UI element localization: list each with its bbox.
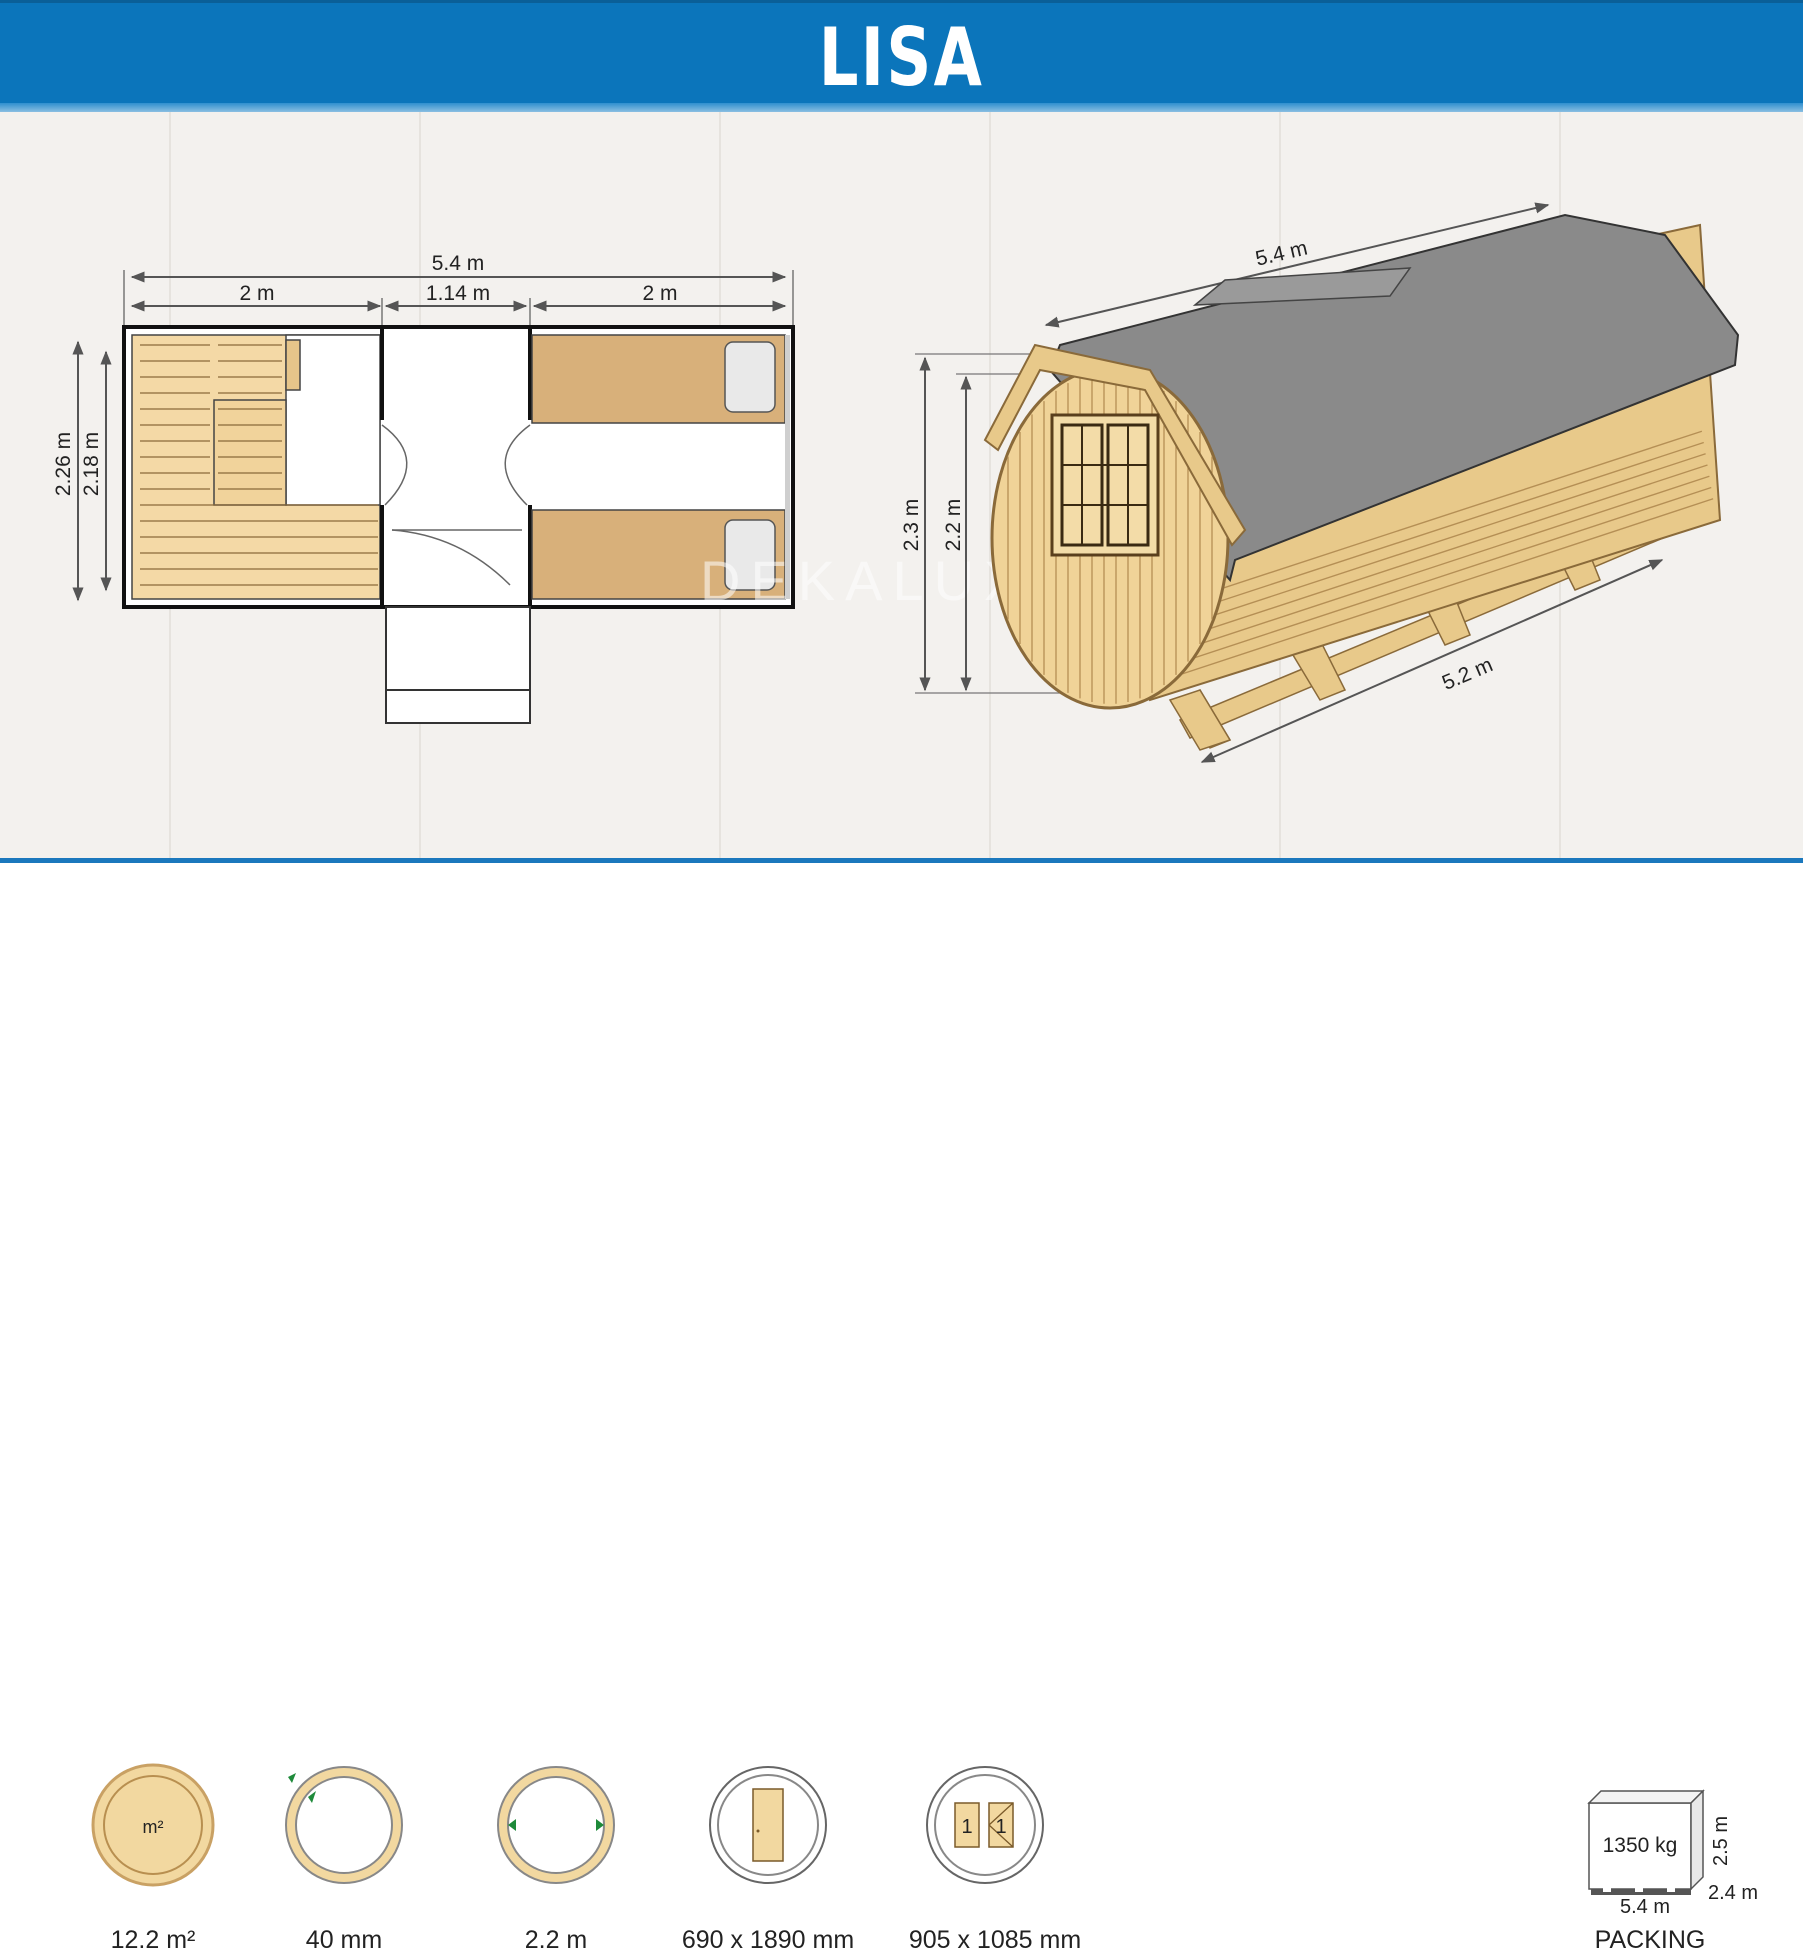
spec-label-door: 690 x 1890 mm <box>681 1926 855 1954</box>
door-swing-front <box>391 529 511 586</box>
drawing-area: 5.4 m 2 m 1.14 m 2 m 2.26 m 2.18 m <box>0 112 1803 860</box>
roof-edge-front <box>983 343 1247 547</box>
pillow-top <box>724 341 776 413</box>
front-window <box>1050 413 1160 557</box>
spec-label-window: 905 x 1085 mm <box>908 1926 1082 1954</box>
floor-plan: 5.4 m 2 m 1.14 m 2 m 2.26 m 2.18 m <box>52 252 795 724</box>
porch <box>385 606 531 724</box>
pillow-bottom <box>724 519 776 591</box>
door-swing-right <box>504 424 531 506</box>
packing-icon: 1350 kg 2.5 m 2.4 m 5.4 m <box>1585 1783 1765 1918</box>
dim-label-left: 2 m <box>239 282 274 305</box>
dim-label-total: 5.4 m <box>432 252 485 275</box>
drawings-svg: 5.4 m 2 m 1.14 m 2 m 2.26 m 2.18 m <box>52 112 1740 860</box>
spec-label-wall-thickness: 40 mm <box>305 1926 383 1954</box>
packing-height: 2.5 m <box>1710 1816 1732 1866</box>
roof-vent <box>1192 267 1412 306</box>
barrel-side-planks <box>1152 430 1714 680</box>
window-icon-left-text: 1 <box>961 1816 972 1838</box>
packing-weight: 1350 kg <box>1603 1834 1678 1857</box>
diameter-icon <box>494 1763 618 1887</box>
packing-length: 5.4 m <box>1620 1896 1670 1913</box>
section-divider <box>0 858 1803 863</box>
dim-label-base-length: 5.2 m <box>1439 653 1496 695</box>
dim-label-roof-length: 5.4 m <box>1253 237 1309 271</box>
packing-label: PACKING <box>1594 1926 1706 1954</box>
dim-label-outer-height: 2.3 m <box>900 499 923 552</box>
dim-label-middle: 1.14 m <box>426 282 490 305</box>
dim-label-inner-width: 2.18 m <box>80 432 103 496</box>
bench-slats <box>140 344 378 586</box>
door-swing-left <box>381 424 408 506</box>
door-icon <box>706 1763 830 1887</box>
area-icon-text: m² <box>143 1817 164 1837</box>
spec-label-diameter: 2.2 m <box>524 1926 588 1954</box>
dim-label-outer-width: 2.26 m <box>52 432 75 496</box>
window-icon-right-text: 1 <box>995 1816 1006 1838</box>
header-bar: LISA <box>0 0 1803 115</box>
packing-width: 2.4 m <box>1708 1882 1758 1904</box>
sauna-benches <box>131 334 381 600</box>
dim-label-inner-height: 2.2 m <box>942 499 965 552</box>
window-icon: 1 1 <box>923 1763 1047 1887</box>
spec-footer: m² <box>0 863 1803 1954</box>
barrel-perspective: 5.4 m 2.3 m 2.2 m 5.2 m <box>900 202 1740 763</box>
dim-label-right: 2 m <box>642 282 677 305</box>
dim-line-roof-length <box>1044 202 1550 328</box>
wall-thickness-icon <box>282 1763 406 1887</box>
page-title: LISA <box>818 11 985 104</box>
watermark: DEKALUX <box>700 549 1031 612</box>
dim-line-base-length <box>1200 559 1664 763</box>
area-icon: m² <box>91 1763 215 1887</box>
